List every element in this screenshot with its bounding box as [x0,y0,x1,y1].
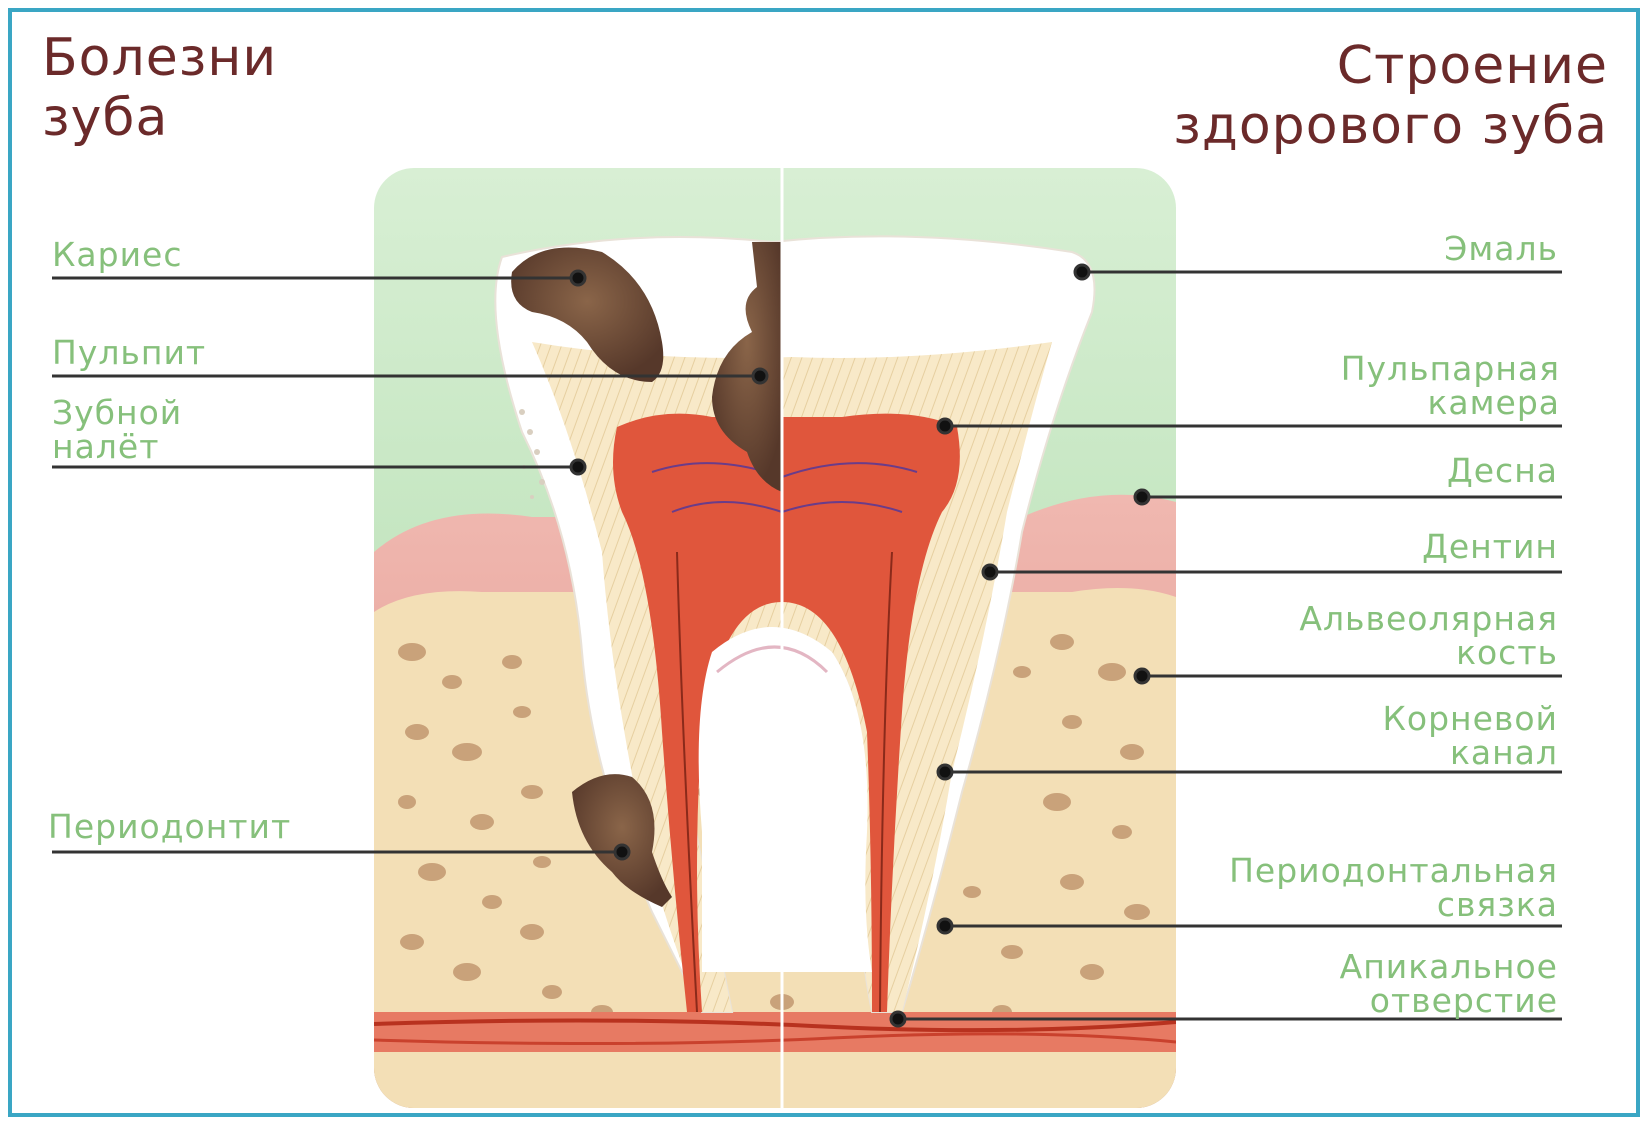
label-line: Десна [1447,454,1558,488]
heading-diseases-line: Болезни [42,28,277,88]
label-caries: Кариес [52,238,183,272]
label-line: Дентин [1422,530,1558,564]
leader-plaque-dot [571,460,585,474]
leader-pulp-chamber-dot [938,419,952,433]
leader-root-canal-dot [938,765,952,779]
label-line: Эмаль [1444,232,1558,266]
leader-gum-dot [1135,490,1149,504]
label-line: кость [1299,636,1558,670]
label-root-canal: Корневой канал [1382,702,1558,770]
heading-structure: Строение здорового зуба [1173,36,1608,156]
heading-diseases-line: зуба [42,88,277,148]
label-dentin: Дентин [1422,530,1558,564]
label-plaque: Зубной налёт [52,396,182,464]
label-line: Апикальное [1340,950,1558,984]
leader-apical-foramen-dot [891,1012,905,1026]
leader-periodontal-ligament-dot [938,919,952,933]
label-enamel: Эмаль [1444,232,1558,266]
label-line: Периодонтит [48,810,291,844]
illustration-panel [374,168,1176,1108]
label-line: камера [1341,386,1560,420]
label-periodontal-ligament: Периодонтальная связка [1229,854,1558,922]
leader-alveolar-bone-dot [1135,669,1149,683]
label-line: Периодонтальная [1229,854,1558,888]
label-apical-foramen: Апикальное отверстие [1340,950,1558,1018]
leader-caries-dot [571,271,585,285]
diagram-frame: Болезни зуба Строение здорового зуба Кар… [8,8,1640,1117]
heading-diseases: Болезни зуба [42,28,277,148]
label-line: Кариес [52,238,183,272]
label-line: отверстие [1340,984,1558,1018]
label-pulpitis: Пульпит [52,336,206,370]
label-line: связка [1229,888,1558,922]
leader-pulpitis-dot [753,369,767,383]
heading-structure-line: здорового зуба [1173,96,1608,156]
root-gap [699,627,872,972]
leader-periodontitis-dot [615,845,629,859]
label-line: Корневой [1382,702,1558,736]
heading-structure-line: Строение [1173,36,1608,96]
label-line: канал [1382,736,1558,770]
label-periodontitis: Периодонтит [48,810,291,844]
label-pulp-chamber: Пульпарная камера [1341,352,1560,420]
label-line: Пульпит [52,336,206,370]
leader-enamel-dot [1075,265,1089,279]
label-gum: Десна [1447,454,1558,488]
label-line: Пульпарная [1341,352,1560,386]
leader-dentin-dot [983,565,997,579]
label-line: Зубной [52,396,182,430]
label-alveolar-bone: Альвеолярная кость [1299,602,1558,670]
label-line: Альвеолярная [1299,602,1558,636]
label-line: налёт [52,430,182,464]
